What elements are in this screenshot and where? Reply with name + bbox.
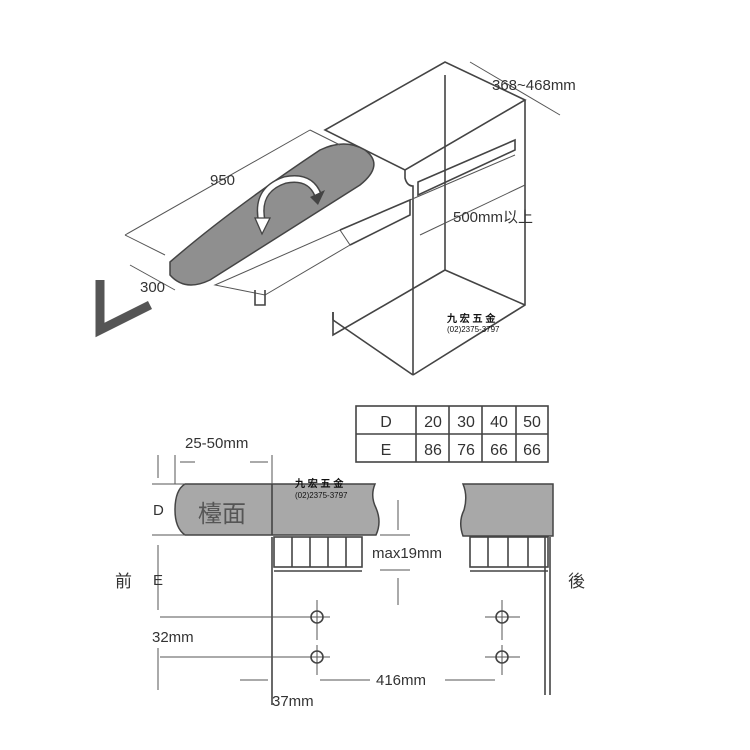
- board-length-label: 950: [210, 172, 235, 189]
- overhang-label: 25-50mm: [185, 435, 248, 452]
- cabinet: [323, 61, 527, 376]
- screw-hole-icon: [495, 650, 509, 664]
- front-label: 前: [115, 572, 132, 591]
- screw-hole-icon: [310, 610, 324, 624]
- table-cell: 30: [457, 414, 475, 431]
- d-label: D: [153, 502, 164, 519]
- hole-spacing-label: 416mm: [376, 672, 426, 689]
- front-offset-label: 37mm: [272, 693, 314, 710]
- cabinet-depth-label: 368~468mm: [492, 77, 576, 94]
- cabinet-height-label: 500mm以上: [453, 209, 533, 226]
- vertical-offset-label: 32mm: [152, 629, 194, 646]
- countertop-section: [174, 483, 554, 705]
- screw-hole-icon: [310, 650, 324, 664]
- table-cell: 40: [490, 414, 508, 431]
- watermark-name: 九 宏 五 金: [294, 477, 344, 490]
- top-dimensions: [95, 61, 561, 338]
- table-row-label: E: [381, 442, 392, 459]
- max-gap-label: max19mm: [372, 545, 442, 562]
- board-width-label: 300: [140, 279, 165, 296]
- section-dimensions: [152, 455, 520, 690]
- screw-hole-icon: [495, 610, 509, 624]
- watermark-phone: (02)2375-3797: [295, 491, 348, 500]
- e-label: E: [153, 572, 163, 589]
- table-cell: 20: [424, 414, 442, 431]
- dimension-table: [355, 405, 549, 463]
- table-row-label: D: [380, 414, 392, 431]
- watermark-name: 九 宏 五 金: [446, 312, 496, 325]
- countertop-label: 檯面: [198, 501, 246, 528]
- table-cell: 76: [457, 442, 475, 459]
- back-label: 後: [568, 572, 585, 591]
- table-cell: 50: [523, 414, 541, 431]
- table-cell: 66: [490, 442, 508, 459]
- table-cell: 66: [523, 442, 541, 459]
- watermark-phone: (02)2375-3797: [447, 325, 500, 334]
- ironing-board: [169, 143, 411, 306]
- table-cell: 86: [424, 442, 442, 459]
